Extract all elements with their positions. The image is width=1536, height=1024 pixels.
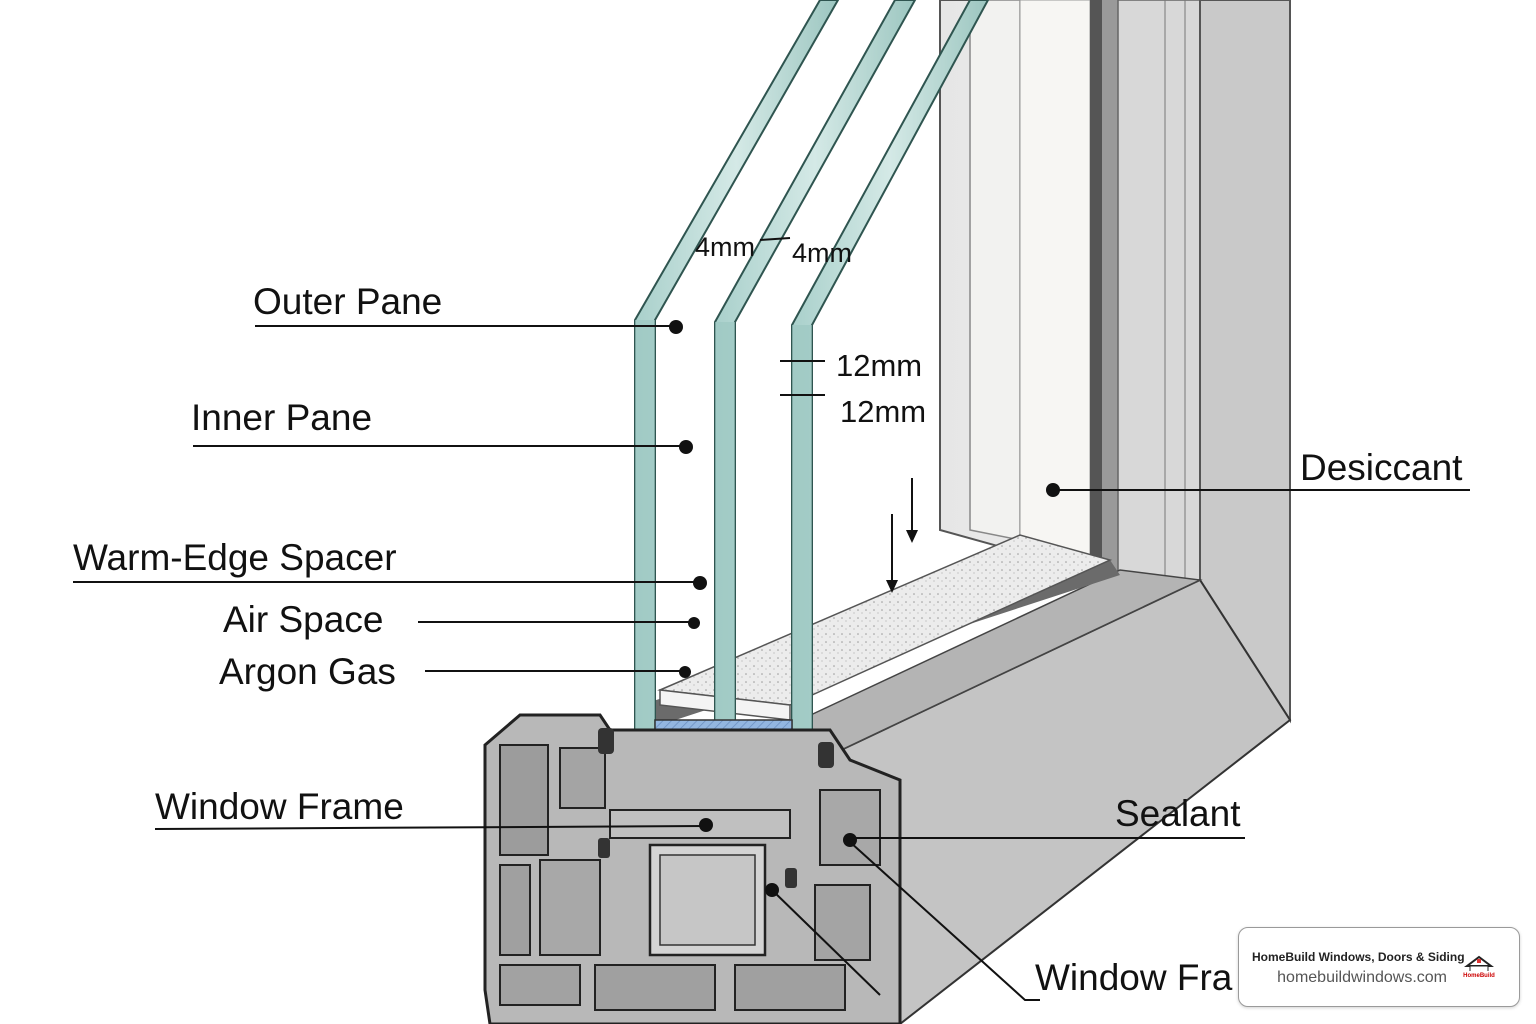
frame-profile bbox=[483, 713, 902, 1024]
glass-panes bbox=[634, 0, 990, 761]
label-window-frame-cut: Window Fra bbox=[1035, 957, 1233, 998]
label-argon-gas: Argon Gas bbox=[219, 651, 396, 692]
homebuild-logo-icon: HomeBuild bbox=[1463, 955, 1495, 979]
leader-lines bbox=[73, 237, 1470, 1001]
watermark-badge: HomeBuild Windows, Doors & Siding homebu… bbox=[1238, 927, 1520, 1007]
dim-gap-2: 12mm bbox=[840, 394, 926, 429]
svg-text:HomeBuild: HomeBuild bbox=[1463, 973, 1495, 979]
dim-pane-thickness-2: 4mm bbox=[792, 238, 852, 268]
dim-gap-1: 12mm bbox=[836, 348, 922, 383]
dim-pane-thickness-1: 4mm bbox=[695, 232, 755, 262]
label-warm-edge-spacer: Warm-Edge Spacer bbox=[73, 537, 397, 578]
label-desiccant: Desiccant bbox=[1300, 447, 1463, 488]
labels: Outer Pane Inner Pane Warm-Edge Spacer A… bbox=[73, 232, 1463, 998]
label-sealant: Sealant bbox=[1115, 793, 1241, 834]
label-air-space: Air Space bbox=[223, 599, 383, 640]
label-inner-pane: Inner Pane bbox=[191, 397, 372, 438]
watermark-url: homebuildwindows.com bbox=[1277, 969, 1447, 986]
label-window-frame: Window Frame bbox=[155, 786, 404, 827]
label-outer-pane: Outer Pane bbox=[253, 281, 442, 322]
watermark-company: HomeBuild Windows, Doors & Siding bbox=[1252, 950, 1465, 964]
